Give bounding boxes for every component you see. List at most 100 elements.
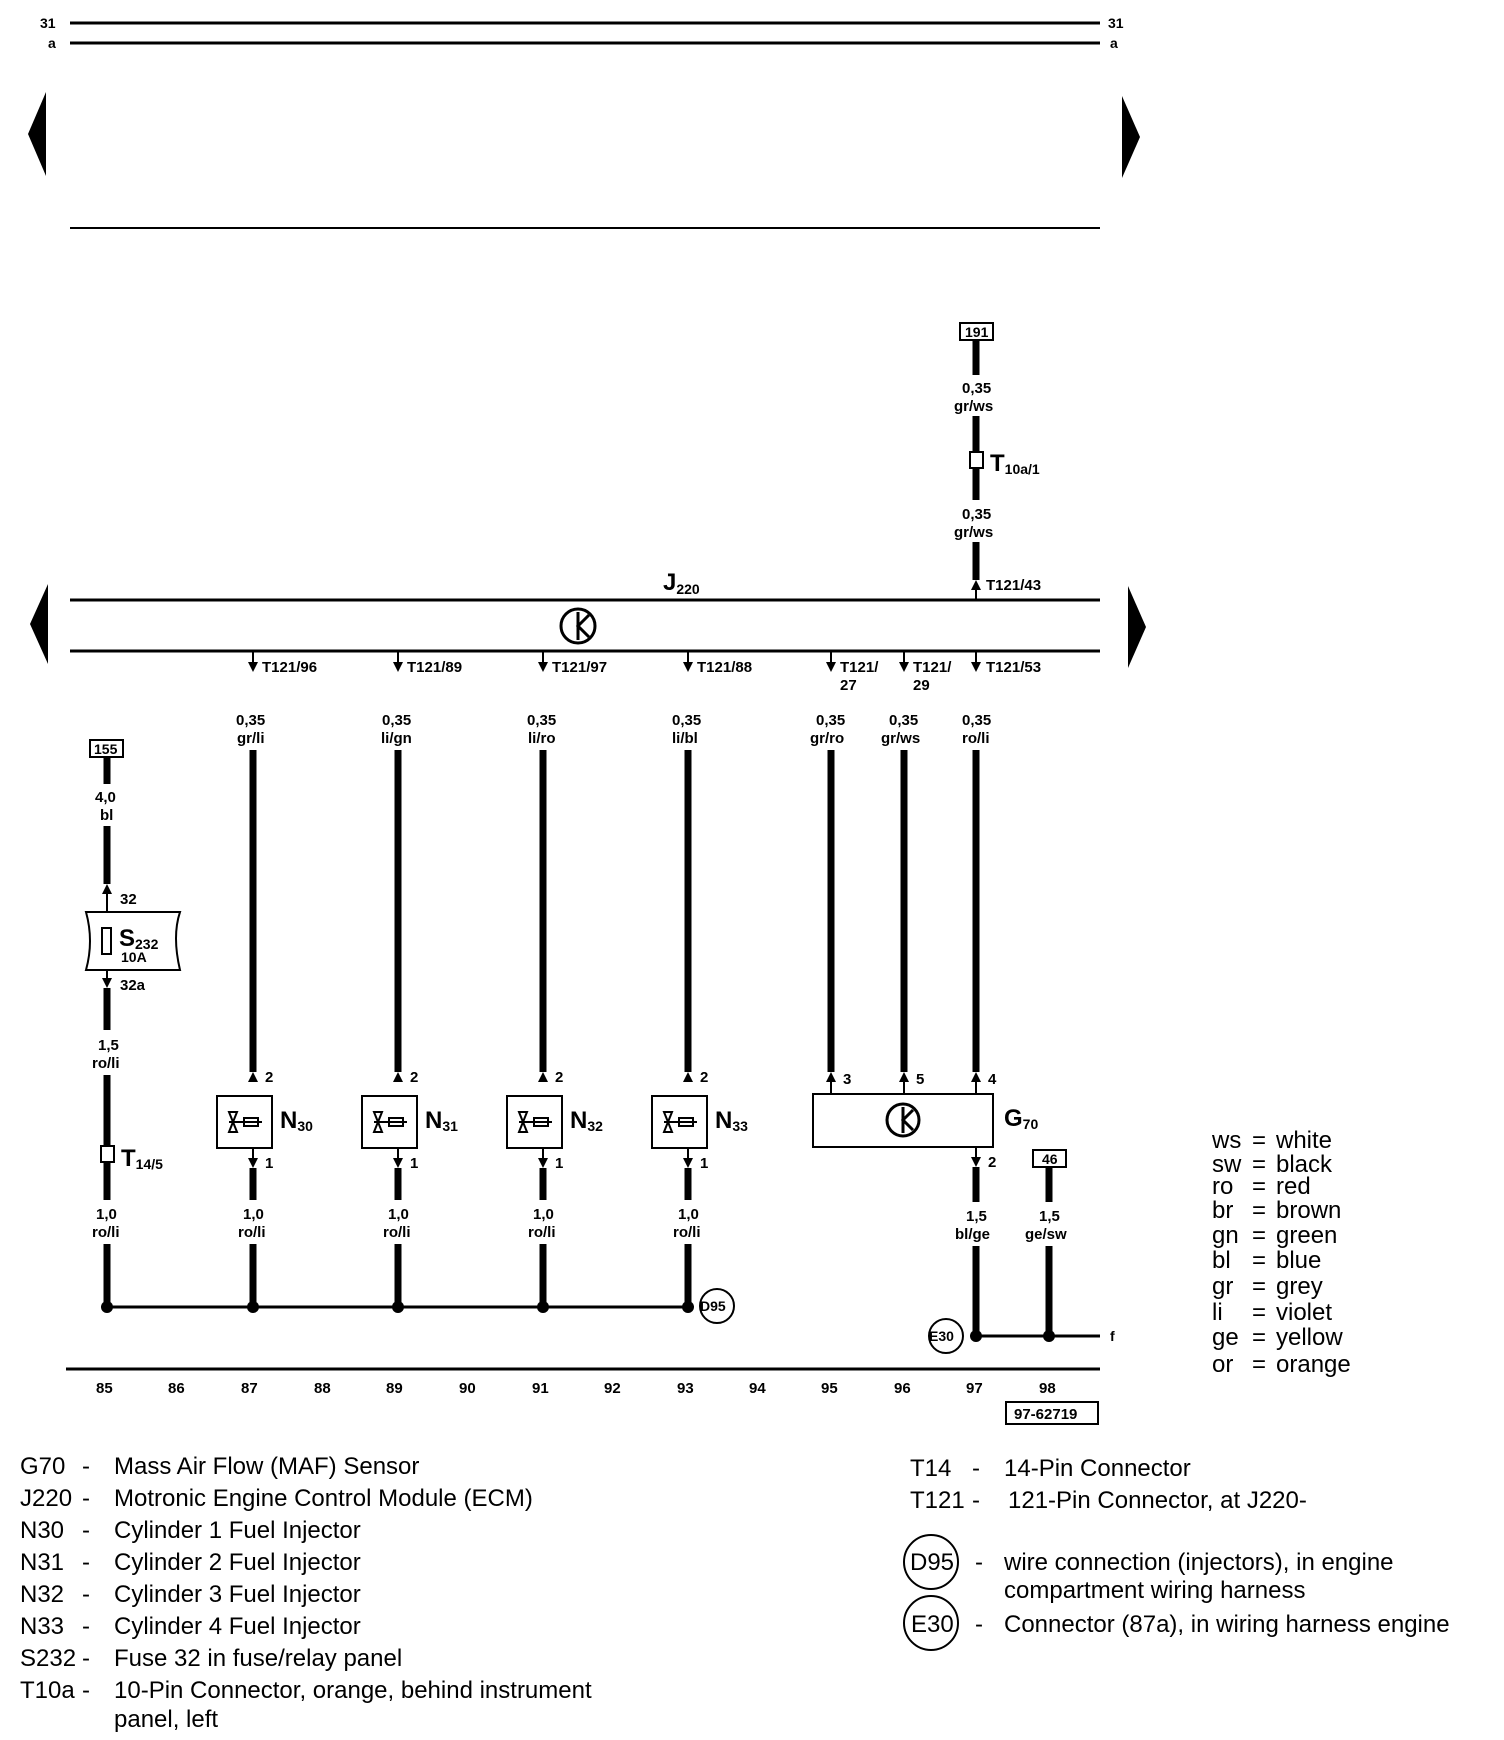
pin-t121-43: T121/43 xyxy=(986,577,1041,594)
pin-number: 1 xyxy=(410,1155,418,1172)
legend-dash: - xyxy=(975,1611,983,1638)
color-name: blue xyxy=(1276,1247,1321,1274)
pin-number: 2 xyxy=(700,1069,708,1086)
legend-desc: Cylinder 2 Fuel Injector xyxy=(114,1549,361,1576)
track-number: 96 xyxy=(894,1380,911,1397)
color-name: violet xyxy=(1276,1299,1332,1326)
wire-gauge: 0,35 xyxy=(889,712,918,729)
wire-gauge: 0,35 xyxy=(962,712,991,729)
pin-t14: T14/5 xyxy=(121,1145,163,1172)
wire-gauge: 0,35 xyxy=(962,380,991,397)
continuation-f: f xyxy=(1110,1328,1115,1344)
ecm-j220: J220 xyxy=(30,569,1146,668)
track-number: 91 xyxy=(532,1380,549,1397)
legend-code: G70 xyxy=(20,1453,65,1480)
color-code: gr xyxy=(1212,1273,1233,1300)
pin-t10a: T10a/1 xyxy=(990,450,1040,477)
bus-a-left: a xyxy=(48,35,56,51)
ecm-label: J220 xyxy=(663,569,700,597)
track-number: 94 xyxy=(749,1380,766,1397)
wire-gauge: 0,35 xyxy=(236,712,265,729)
legend-code: S232 xyxy=(20,1645,76,1672)
legend-code: T121 xyxy=(910,1487,965,1514)
track-number: 86 xyxy=(168,1380,185,1397)
equals: = xyxy=(1252,1324,1266,1351)
legend-desc-cont: panel, left xyxy=(114,1706,218,1733)
track-number: 87 xyxy=(241,1380,258,1397)
legend-desc: Cylinder 3 Fuel Injector xyxy=(114,1581,361,1608)
electronic-sensor-icon xyxy=(885,1102,921,1138)
legend-code: J220 xyxy=(20,1485,72,1512)
wire-gauge: 1,5 xyxy=(1039,1208,1060,1225)
equals: = xyxy=(1252,1127,1266,1154)
wire-color-legend: ws = white sw = black ro = red br = brow… xyxy=(1211,1127,1351,1378)
color-name: orange xyxy=(1276,1351,1351,1378)
legend-desc: Fuse 32 in fuse/relay panel xyxy=(114,1645,402,1672)
wire-color: ro/li xyxy=(92,1055,120,1072)
maf-sensor-g70: 3 5 4 G70 2 1,5 bl/ge xyxy=(812,1071,1038,1336)
sensor-g70-label: G70 xyxy=(1004,1105,1038,1132)
wire-color: li/bl xyxy=(672,730,698,747)
pin-number: 1 xyxy=(700,1155,708,1172)
pin-t121-53: T121/53 xyxy=(986,659,1041,676)
ground-d95-icon xyxy=(903,1534,959,1590)
pin-number: 2 xyxy=(265,1069,273,1086)
wire-color: gr/ws xyxy=(954,398,993,415)
equals: = xyxy=(1252,1299,1266,1326)
pin-t121-96: T121/96 xyxy=(262,659,317,676)
legend-code: T10a xyxy=(20,1677,75,1704)
fuse-icon xyxy=(101,927,112,955)
pin-number: 4 xyxy=(988,1071,997,1088)
wire-gauge: 0,35 xyxy=(816,712,845,729)
connector-legend: T14 - 14-Pin Connector T121 - 121-Pin Co… xyxy=(903,1455,1450,1651)
legend-code: N33 xyxy=(20,1613,64,1640)
ground-e30-label: E30 xyxy=(929,1328,954,1344)
legend-desc: wire connection (injectors), in engine xyxy=(1003,1549,1394,1576)
legend-code: T14 xyxy=(910,1455,951,1482)
color-name: black xyxy=(1276,1151,1333,1178)
electronic-module-icon xyxy=(559,607,597,645)
injector-n33: 2 N33 1 1,0 ro/li xyxy=(651,1069,748,1307)
track-number: 88 xyxy=(314,1380,331,1397)
wire-color: gr/ws xyxy=(881,730,920,747)
equals: = xyxy=(1252,1151,1266,1178)
equals: = xyxy=(1252,1197,1266,1224)
injector-n31-label: N31 xyxy=(425,1107,458,1134)
ref-155: 155 xyxy=(94,741,118,757)
legend-dash: - xyxy=(82,1645,90,1672)
wire-color: ro/li xyxy=(238,1224,266,1241)
legend-code: N31 xyxy=(20,1549,64,1576)
equals: = xyxy=(1252,1247,1266,1274)
wire-gauge: 0,35 xyxy=(962,506,991,523)
equals: = xyxy=(1252,1351,1266,1378)
wire-color: ro/li xyxy=(92,1224,120,1241)
ref-191: 191 xyxy=(965,324,989,340)
legend-dash: - xyxy=(82,1485,90,1512)
track-number: 98 xyxy=(1039,1380,1056,1397)
wire-gauge: 1,0 xyxy=(96,1206,117,1223)
legend-code: E30 xyxy=(911,1611,954,1638)
wire-gauge: 1,5 xyxy=(98,1037,119,1054)
injector-n31: 2 N31 1 1,0 ro/li xyxy=(361,1069,458,1307)
injector-n33-label: N33 xyxy=(715,1107,748,1134)
ground-e30-icon xyxy=(903,1595,959,1651)
pin-number: 1 xyxy=(265,1155,273,1172)
legend-desc: 10-Pin Connector, orange, behind instrum… xyxy=(114,1677,592,1704)
track-number: 90 xyxy=(459,1380,476,1397)
wire-gauge: 0,35 xyxy=(382,712,411,729)
wire-gauge: 1,0 xyxy=(388,1206,409,1223)
injector-valve-icon xyxy=(372,1111,407,1133)
connector-t14-icon xyxy=(100,1145,115,1163)
color-code: ws xyxy=(1211,1127,1241,1154)
ground-d95-label: D95 xyxy=(700,1298,726,1314)
page-right-arrow-icon xyxy=(1122,96,1140,178)
equals: = xyxy=(1252,1173,1266,1200)
color-name: white xyxy=(1275,1127,1332,1154)
component-legend: G70 - Mass Air Flow (MAF) Sensor J220 - … xyxy=(20,1453,592,1733)
injector-valve-icon xyxy=(517,1111,552,1133)
color-name: grey xyxy=(1276,1273,1323,1300)
bus-a-right: a xyxy=(1110,35,1118,51)
equals: = xyxy=(1252,1273,1266,1300)
fuse-panel-icon xyxy=(84,911,182,971)
